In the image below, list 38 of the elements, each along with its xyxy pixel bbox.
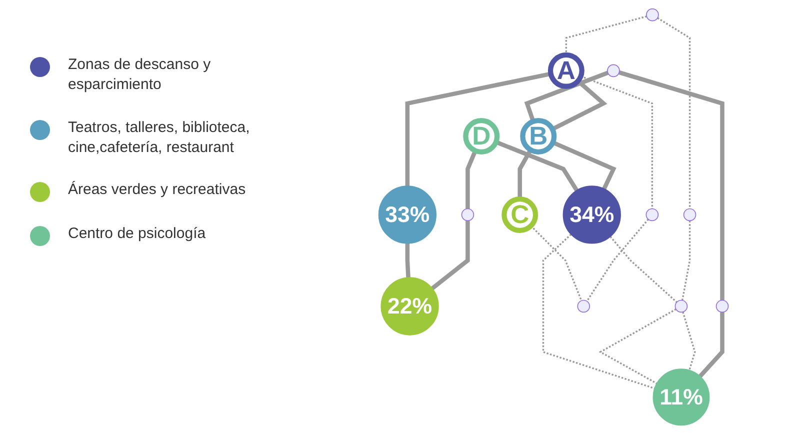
connector [698,312,724,378]
connector [681,220,691,300]
node-circle: C [502,196,538,233]
node-circle [646,8,659,22]
connector [610,236,678,303]
node-circle: 33% [378,186,436,244]
node-circle [577,300,590,313]
legend-label: Centro de psicología [68,224,206,244]
connector [430,220,470,290]
connector [542,234,655,390]
node-circle [461,208,474,222]
connector [405,72,552,186]
connector [580,75,654,209]
node-circle: D [463,118,500,154]
node-circle: B [520,118,557,154]
connector [405,243,410,278]
connector [682,312,696,371]
node-circle [607,64,620,78]
node-circle: 11% [652,368,710,426]
connector [586,218,649,302]
connector [524,70,609,122]
node-circle [683,208,696,222]
connector [657,17,691,209]
connector [495,140,579,192]
connector [598,308,676,384]
node-circle: 34% [562,186,621,244]
legend-label: Zonas de descanso y esparcimiento [68,55,212,96]
node-circle: A [548,52,584,89]
node-circle [646,208,659,222]
connector [530,225,582,301]
legend-label: Áreas verdes y recreativas [68,180,246,200]
connector [618,70,724,300]
legend-label: Teatros, talleres, biblioteca, cine,cafetería, restaurant [68,118,251,158]
connector [565,16,647,55]
node-circle [674,300,688,313]
connector [466,150,478,209]
node-circle: 22% [380,277,439,336]
node-circle [716,300,729,313]
